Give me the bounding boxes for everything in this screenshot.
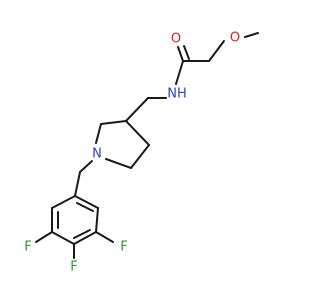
bond-aryl-3 bbox=[73, 231, 97, 245]
ring-nitrogen-label: N bbox=[92, 147, 102, 162]
bond-n-benzyl bbox=[79, 160, 93, 173]
bond-aryl-4 bbox=[51, 231, 75, 245]
bond-ch2-ring bbox=[125, 97, 149, 122]
bond-aryl-2 bbox=[95, 207, 99, 233]
bond-aryl-inner-1 bbox=[76, 202, 94, 212]
fluorine-left-label: F bbox=[24, 240, 31, 255]
bond-ring-n-c2 bbox=[95, 123, 102, 144]
bond-ring-c2-c3 bbox=[100, 120, 127, 125]
fluorine-bottom-label: F bbox=[70, 260, 77, 275]
molecule-structure: O O NH N F F F bbox=[24, 31, 259, 275]
bond-ring-c5-n bbox=[105, 158, 132, 169]
bond-carbonyl-o-1 bbox=[177, 46, 184, 62]
amide-nitrogen-label: NH bbox=[167, 87, 187, 102]
fluorine-right-label: F bbox=[120, 240, 127, 255]
bond-cf-right bbox=[95, 231, 114, 243]
bond-ring-c3-c4 bbox=[125, 120, 150, 146]
bonds bbox=[35, 32, 259, 259]
bond-carbonyl-nh bbox=[175, 60, 184, 85]
bond-benzyl-aryl bbox=[74, 171, 81, 197]
bond-aryl-1 bbox=[74, 195, 99, 209]
ether-oxygen-label: O bbox=[230, 31, 240, 46]
bond-ring-c4-c5 bbox=[130, 144, 150, 169]
bond-carbonyl-o-2 bbox=[183, 45, 190, 60]
bond-methyl-ether-o bbox=[244, 32, 259, 38]
bond-aryl-6 bbox=[51, 195, 76, 209]
bond-aryl-inner-2 bbox=[73, 229, 91, 239]
atom-labels: O O NH N F F F bbox=[24, 31, 240, 275]
bond-ether-o-ch2 bbox=[208, 40, 225, 62]
carbonyl-oxygen-label: O bbox=[171, 32, 181, 47]
bond-cf-left bbox=[35, 231, 53, 243]
